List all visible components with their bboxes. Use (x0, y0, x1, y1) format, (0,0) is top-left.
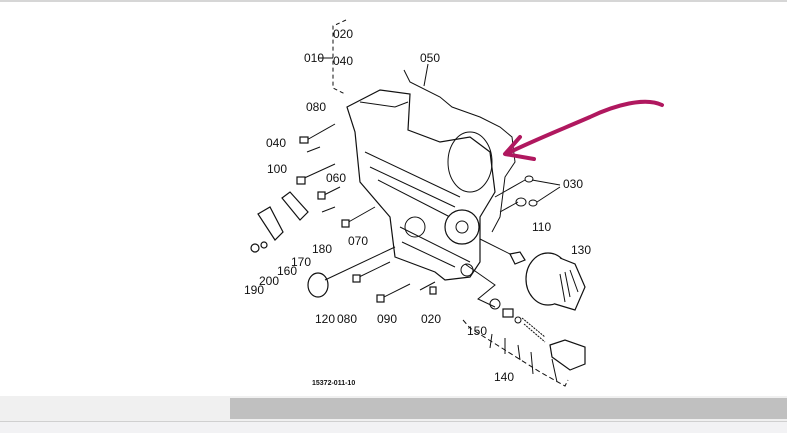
label-010: 010 (304, 51, 324, 65)
label-130: 130 (571, 243, 591, 257)
label-040: 040 (266, 136, 286, 150)
horizontal-scrollbar[interactable] (0, 396, 787, 421)
status-strip (0, 421, 787, 433)
label-020-top: 020 (333, 27, 353, 41)
label-110: 110 (532, 220, 551, 234)
label-050: 050 (420, 51, 440, 65)
label-070: 070 (348, 234, 368, 248)
parts-diagram: 020 010 040 050 080 040 100 060 030 110 … (244, 19, 664, 387)
label-140: 140 (494, 370, 514, 384)
label-090: 090 (377, 312, 397, 326)
label-170: 170 (291, 255, 311, 269)
label-060: 060 (326, 171, 346, 185)
gear-case-drawing (250, 19, 586, 387)
label-030: 030 (563, 177, 583, 191)
label-160: 160 (277, 264, 297, 278)
scrollbar-thumb[interactable] (230, 398, 787, 419)
label-080-bottom: 080 (337, 312, 357, 326)
label-040-top: 040 (333, 54, 353, 68)
label-190: 190 (244, 283, 264, 297)
label-180: 180 (312, 242, 332, 256)
label-020-bottom: 020 (421, 312, 441, 326)
label-080-top: 080 (306, 100, 326, 114)
drawing-number: 15372-011-10 (312, 380, 355, 387)
annotation-arrow (503, 99, 664, 161)
label-100: 100 (267, 162, 287, 176)
label-200: 200 (259, 274, 279, 288)
window-top-border (0, 0, 787, 2)
part-number-labels: 020 010 040 050 080 040 100 060 030 110 … (244, 27, 591, 387)
image-viewer: 020 010 040 050 080 040 100 060 030 110 … (0, 2, 787, 395)
label-150: 150 (467, 324, 487, 338)
label-120: 120 (315, 312, 335, 326)
